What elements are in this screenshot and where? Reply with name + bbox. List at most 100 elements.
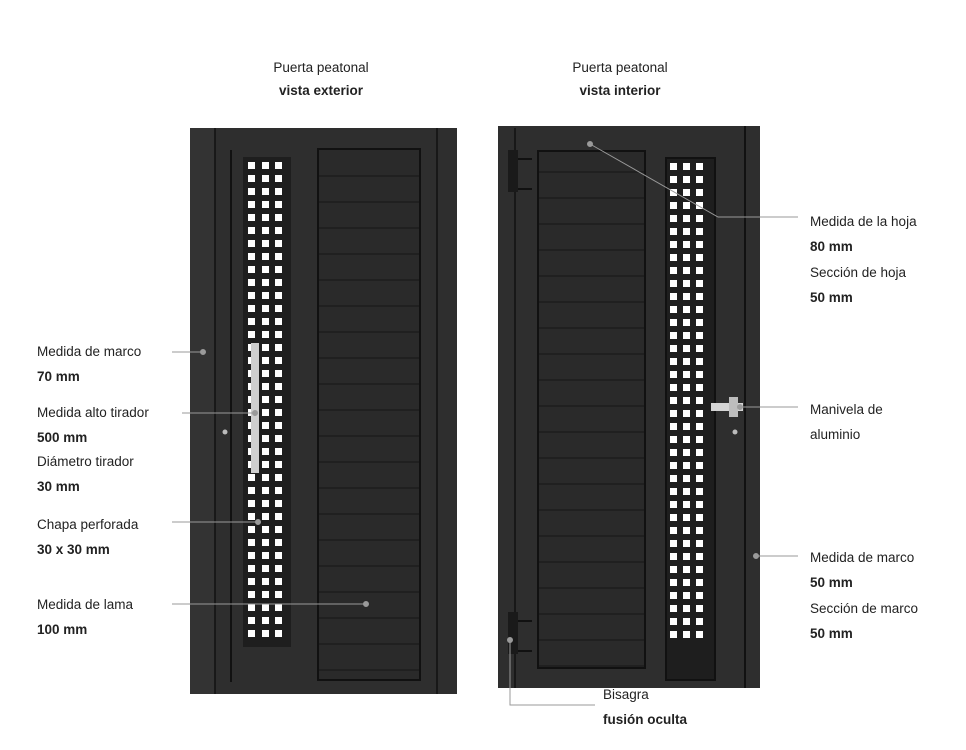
- perforation: [670, 254, 677, 261]
- perforation: [275, 461, 282, 468]
- perforation: [670, 410, 677, 417]
- perforation: [262, 513, 269, 520]
- perforation: [670, 436, 677, 443]
- perforation: [670, 215, 677, 222]
- perforation: [696, 631, 703, 638]
- perforation: [248, 214, 255, 221]
- perforation: [262, 162, 269, 169]
- perforation: [248, 526, 255, 533]
- perforation: [670, 618, 677, 625]
- tirador-label: Medida alto tirador: [37, 405, 149, 420]
- perforation: [248, 578, 255, 585]
- perforation: [683, 345, 690, 352]
- perforation: [275, 409, 282, 416]
- perforation: [670, 358, 677, 365]
- perforation: [262, 383, 269, 390]
- leader-lines: [172, 141, 798, 706]
- perforation: [275, 162, 282, 169]
- perforation: [670, 449, 677, 456]
- perforation: [275, 474, 282, 481]
- perforation: [275, 344, 282, 351]
- perforation: [696, 241, 703, 248]
- perforation: [696, 384, 703, 391]
- perforation: [275, 617, 282, 624]
- perforation: [262, 604, 269, 611]
- perforation: [683, 267, 690, 274]
- perforation: [262, 370, 269, 377]
- perforation: [670, 293, 677, 300]
- perforation: [248, 318, 255, 325]
- perforation: [262, 175, 269, 182]
- perforation: [262, 188, 269, 195]
- perforation: [696, 345, 703, 352]
- marco-right-label: Medida de marco: [810, 550, 915, 565]
- chapa-label: Chapa perforada: [37, 517, 139, 532]
- perforation: [275, 513, 282, 520]
- keyhole-icon: [222, 429, 228, 435]
- perforation: [248, 201, 255, 208]
- perforation: [670, 189, 677, 196]
- perforation: [248, 474, 255, 481]
- seccion-marco-value: 50 mm: [810, 626, 853, 641]
- perforation: [262, 292, 269, 299]
- perforation: [683, 527, 690, 534]
- tirador-value: 500 mm: [37, 430, 88, 445]
- perforation: [670, 332, 677, 339]
- hoja-value: 80 mm: [810, 239, 853, 254]
- interior-title: Puerta peatonal: [572, 60, 668, 75]
- marco-right-value: 50 mm: [810, 575, 853, 590]
- perforation: [275, 253, 282, 260]
- bisagra-label: Bisagra: [603, 687, 649, 702]
- perforation: [696, 267, 703, 274]
- perforation: [696, 540, 703, 547]
- perforation: [262, 500, 269, 507]
- perforation: [275, 448, 282, 455]
- perforation: [670, 475, 677, 482]
- perforation: [275, 175, 282, 182]
- perforation: [683, 241, 690, 248]
- perforation: [262, 461, 269, 468]
- perforation: [262, 617, 269, 624]
- perforation: [670, 228, 677, 235]
- perforation: [670, 202, 677, 209]
- perforation: [696, 605, 703, 612]
- perforation: [262, 201, 269, 208]
- perforation: [248, 227, 255, 234]
- perforation: [248, 266, 255, 273]
- perforation: [696, 189, 703, 196]
- perforation: [696, 436, 703, 443]
- perforation: [275, 396, 282, 403]
- exterior-door: [190, 128, 457, 694]
- perforation: [683, 618, 690, 625]
- perforation: [683, 306, 690, 313]
- perforation: [670, 553, 677, 560]
- perforation: [683, 449, 690, 456]
- perforation: [262, 591, 269, 598]
- lama-value: 100 mm: [37, 622, 88, 637]
- bisagra-value: fusión oculta: [603, 712, 687, 727]
- perforation: [696, 566, 703, 573]
- perforation: [683, 228, 690, 235]
- perforation: [683, 423, 690, 430]
- perforation: [275, 487, 282, 494]
- hinge-icon: [508, 150, 532, 654]
- diametro-value: 30 mm: [37, 479, 80, 494]
- perforation: [683, 215, 690, 222]
- perforation: [275, 279, 282, 286]
- perforation: [696, 371, 703, 378]
- perforation: [670, 631, 677, 638]
- perforation: [670, 501, 677, 508]
- perforation: [248, 305, 255, 312]
- perforation: [262, 279, 269, 286]
- perforation: [683, 592, 690, 599]
- perforation: [683, 254, 690, 261]
- perforation: [683, 163, 690, 170]
- perforation: [696, 501, 703, 508]
- perforation: [248, 175, 255, 182]
- perforation: [262, 422, 269, 429]
- perforation: [696, 254, 703, 261]
- perforation: [275, 331, 282, 338]
- perforation: [275, 591, 282, 598]
- perforation: [262, 578, 269, 585]
- perforation: [670, 280, 677, 287]
